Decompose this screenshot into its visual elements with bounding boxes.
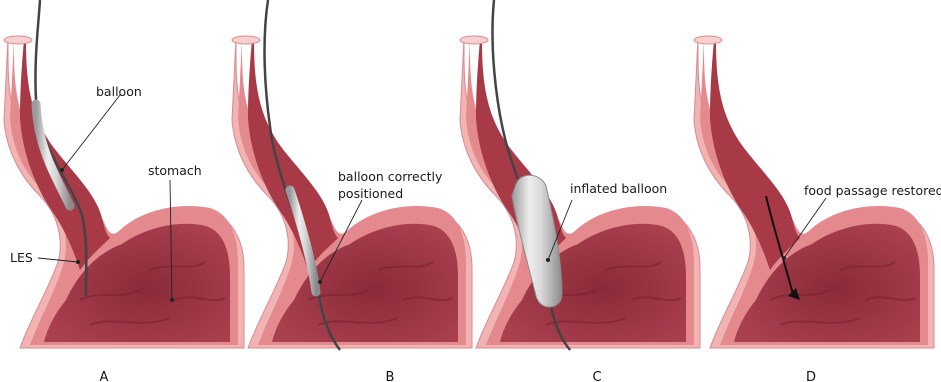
label-stomach: stomach [148, 163, 202, 178]
label-balloon-positioned-2: positioned [338, 186, 403, 201]
panel-c: inflated balloon C [460, 0, 700, 382]
panel-a: balloon stomach LES A [4, 0, 244, 382]
panel-b: balloon correctly positioned B [232, 0, 472, 382]
label-inflated: inflated balloon [570, 181, 667, 196]
label-balloon: balloon [96, 84, 142, 99]
label-balloon-positioned-1: balloon correctly [338, 169, 443, 184]
caption-a: A [100, 370, 109, 382]
caption-d: D [806, 370, 816, 382]
caption-c: C [592, 370, 601, 382]
panel-d: food passage restored D [694, 36, 941, 382]
label-food-passage: food passage restored [804, 183, 941, 198]
caption-b: B [386, 370, 395, 382]
label-les: LES [10, 250, 33, 265]
